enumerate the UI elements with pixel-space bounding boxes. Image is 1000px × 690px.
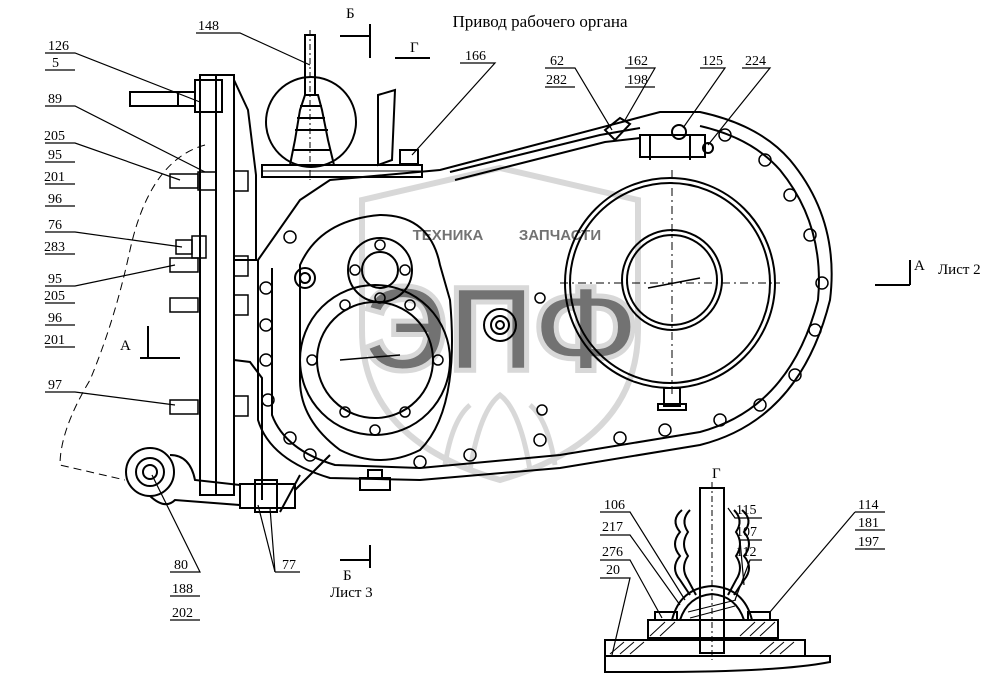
section-b-bottom: Б	[343, 568, 352, 584]
shift-lever-boot	[261, 30, 423, 180]
input-shaft-cover	[294, 213, 517, 461]
callout-20: 20	[606, 563, 620, 578]
callout-5: 5	[52, 56, 59, 71]
callout-80: 80	[174, 558, 188, 573]
callout-188: 188	[172, 582, 193, 597]
section-a-left: А	[120, 338, 131, 354]
callout-112: 112	[736, 545, 756, 560]
callout-181: 181	[858, 516, 879, 531]
callout-198: 198	[627, 73, 648, 88]
callout-76: 76	[48, 218, 62, 233]
callout-202: 202	[172, 606, 193, 621]
detail-view-g	[604, 482, 831, 673]
section-b-top: Б	[346, 6, 355, 22]
callout-201b: 201	[44, 333, 65, 348]
callout-217: 217	[602, 520, 623, 535]
callout-197: 197	[858, 535, 879, 550]
top-clamp	[639, 124, 714, 160]
callout-77: 77	[282, 558, 296, 573]
callout-106: 106	[604, 498, 625, 513]
mounting-bracket	[129, 74, 263, 500]
callout-107: 107	[736, 525, 757, 540]
callout-leaders	[45, 32, 772, 621]
bottom-fitting	[359, 469, 391, 491]
callout-282: 282	[546, 73, 567, 88]
callout-224: 224	[745, 54, 766, 69]
callout-126: 126	[48, 39, 69, 54]
section-marks	[140, 24, 911, 568]
callout-labels: 126 5 89 205 95 201 96 76 283 95 205 96 …	[44, 19, 766, 621]
detail-callout-labels: 106 217 276 20 115 107 112 114 181 197	[602, 498, 879, 578]
callout-276: 276	[602, 545, 623, 560]
callout-283: 283	[44, 240, 65, 255]
callout-96a: 96	[48, 192, 62, 207]
callout-148: 148	[198, 19, 219, 34]
callout-201a: 201	[44, 170, 65, 185]
section-a-right: А	[914, 258, 925, 274]
section-g-detail: Г	[712, 466, 721, 482]
callout-97: 97	[48, 378, 62, 393]
frame-outline	[59, 144, 206, 481]
callout-96b: 96	[48, 311, 62, 326]
callout-205a: 205	[44, 129, 65, 144]
callout-166: 166	[465, 49, 486, 64]
section-g-top: Г	[410, 40, 419, 56]
callout-89: 89	[48, 92, 62, 107]
callout-125: 125	[702, 54, 723, 69]
callout-95b: 95	[48, 272, 62, 287]
callout-114: 114	[858, 498, 878, 513]
section-b-bottom-sheet: Лист 3	[330, 585, 373, 601]
housing-bolts	[259, 128, 829, 469]
callout-115: 115	[736, 503, 756, 518]
callout-205b: 205	[44, 289, 65, 304]
callout-95a: 95	[48, 148, 62, 163]
watermark-line2: ЗАПЧАСТИ	[519, 227, 601, 244]
output-shaft-cover	[560, 170, 780, 411]
bracket-bolts	[169, 170, 249, 417]
section-a-right-sheet: Лист 2	[938, 262, 981, 278]
control-cable	[449, 116, 641, 181]
detail-callout-leaders	[600, 507, 885, 656]
callout-62: 62	[550, 54, 564, 69]
drawing-title: Привод рабочего органа	[452, 12, 627, 31]
cover-bolts	[306, 239, 444, 436]
lower-link	[125, 447, 331, 513]
callout-162: 162	[627, 54, 648, 69]
